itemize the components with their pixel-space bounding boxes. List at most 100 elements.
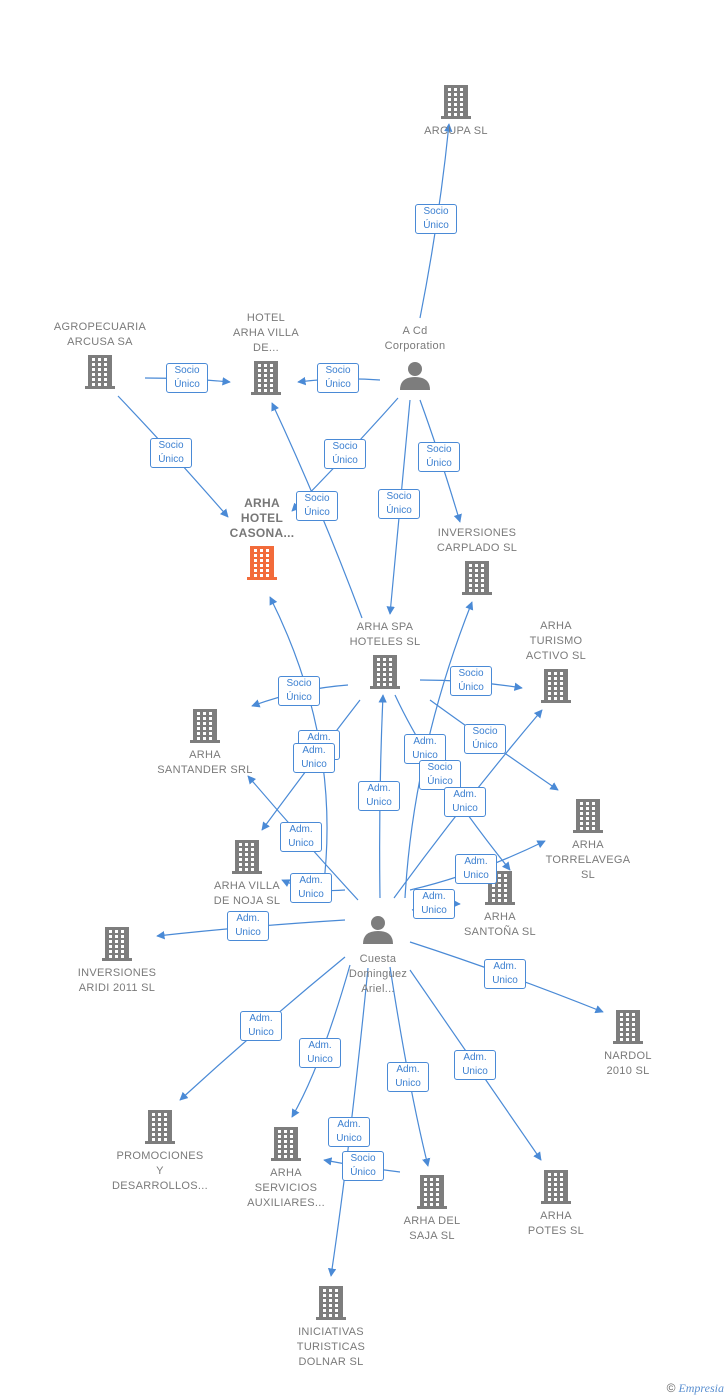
node-label-line: DE... — [253, 342, 279, 354]
relation-label[interactable]: Adm. Unico — [299, 1038, 341, 1068]
node-label-line: CARPLADO SL — [436, 542, 518, 554]
building-icon[interactable] — [541, 669, 571, 703]
building-icon[interactable] — [370, 655, 400, 689]
building-icon[interactable] — [613, 1010, 643, 1044]
building-icon[interactable] — [316, 1286, 346, 1320]
relation-type: Socio — [304, 493, 330, 504]
relation-qualifier: Unico — [366, 797, 392, 808]
relation-type: Adm. — [302, 745, 326, 756]
relation-label[interactable]: Adm.Unico — [293, 743, 335, 773]
node-label-line: SL — [580, 869, 596, 881]
building-icon[interactable] — [573, 799, 603, 833]
node-label-line: TORRELAVEGA — [545, 854, 631, 866]
relation-label[interactable]: Adm.Unico — [404, 734, 446, 764]
node-label-line: ARHA — [484, 911, 516, 923]
relation-type: Socio — [386, 491, 412, 502]
relation-label[interactable]: Adm.Unico — [240, 1011, 282, 1041]
building-icon-focus[interactable] — [247, 546, 277, 580]
node-label-line: INVERSIONES — [437, 527, 517, 539]
person-icon[interactable] — [400, 362, 430, 390]
building-icon[interactable] — [441, 85, 471, 119]
relation-qualifier: Unico — [235, 927, 261, 938]
relation-type: Adm. — [493, 961, 517, 972]
relation-qualifier: Único — [427, 776, 453, 787]
relation-type: Socio — [423, 206, 449, 217]
footer-brand[interactable]: © Empresia — [667, 1381, 724, 1396]
relation-label[interactable]: Adm.Unico — [358, 781, 400, 811]
relation-type: Adm. — [464, 856, 488, 867]
relation-qualifier: Unico — [248, 1027, 274, 1038]
node-label-line: ARCUPA SL — [424, 125, 488, 137]
relation-type: Socio — [174, 365, 200, 376]
relation-qualifier: Único — [304, 507, 330, 518]
relation-qualifier: Único — [158, 454, 184, 465]
relation-type: Adm. — [289, 824, 313, 835]
relation-label[interactable]: Adm.Unico — [387, 1062, 429, 1092]
building-icon[interactable] — [541, 1170, 571, 1204]
relation-qualifier: Unico — [336, 1133, 362, 1144]
building-icon[interactable] — [102, 927, 132, 961]
relation-label[interactable]: Adm.Unico — [413, 889, 455, 919]
relation-qualifier: Único — [325, 379, 351, 390]
building-icon[interactable] — [145, 1110, 175, 1144]
relation-label[interactable]: Adm.Unico — [227, 911, 269, 941]
building-icon[interactable] — [85, 355, 115, 389]
relation-label[interactable]: Adm.Unico — [280, 822, 322, 852]
relation-label[interactable]: Adm.Unico — [444, 787, 486, 817]
relation-type: Adm. — [308, 1040, 332, 1051]
building-icon[interactable] — [271, 1127, 301, 1161]
node-label-line: A Cd — [402, 325, 428, 337]
building-icon[interactable] — [251, 361, 281, 395]
relation-qualifier: Unico — [307, 1054, 333, 1065]
node-label-arcupa[interactable]: ARCUPA SL — [386, 124, 526, 139]
node-label-line: ARHA VILLA — [214, 880, 280, 892]
building-icon[interactable] — [417, 1175, 447, 1209]
relation-type: Adm. — [299, 875, 323, 886]
relation-label[interactable]: Adm.Unico — [454, 1050, 496, 1080]
relation-label[interactable]: Adm.Unico — [328, 1117, 370, 1147]
node-label-carplado[interactable]: INVERSIONES CARPLADO SL — [407, 526, 547, 556]
relation-label[interactable]: Adm.Unico — [455, 854, 497, 884]
relation-label[interactable]: Adm.Unico — [484, 959, 526, 989]
building-icon[interactable] — [462, 561, 492, 595]
relation-label[interactable]: Adm.Unico — [290, 873, 332, 903]
relation-type: Socio — [325, 365, 351, 376]
node-label-line: TURISMO — [529, 635, 583, 647]
building-icon[interactable] — [232, 840, 262, 874]
person-icon[interactable] — [363, 916, 393, 944]
node-label-line: DESARROLLOS... — [112, 1180, 208, 1192]
node-label-line: ARHA DEL — [403, 1215, 461, 1227]
building-icon[interactable] — [190, 709, 220, 743]
